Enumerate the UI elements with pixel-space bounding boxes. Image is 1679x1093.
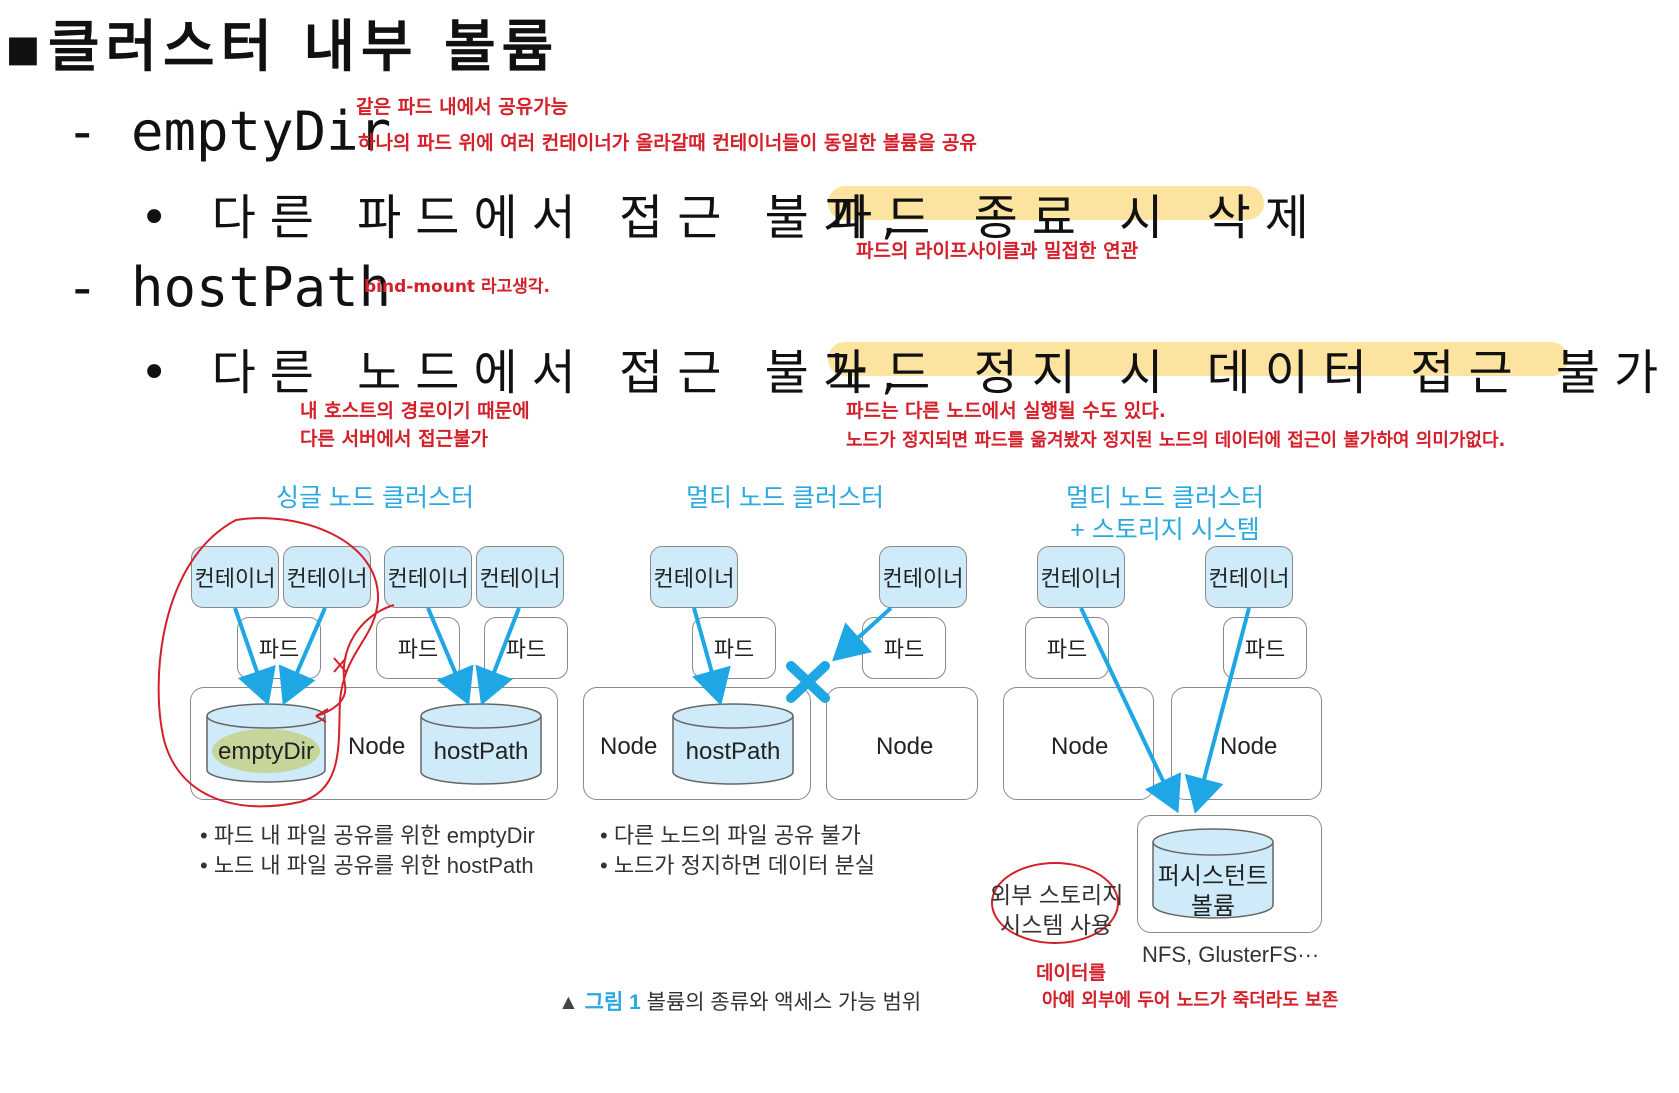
page-title: ▪클러스터 내부 볼륨 [4, 15, 560, 80]
figure-prefix: ▲ [558, 991, 579, 1014]
hostpath-label: hostPath [433, 738, 529, 765]
container-box: 컨테이너 [1205, 546, 1293, 608]
note-host-path-2: 다른 서버에서 접근불가 [300, 428, 489, 450]
pod-box: 파드 [862, 617, 946, 679]
note-emptydir-share: 같은 파드 내에서 공유가능 [356, 96, 569, 118]
node-label: Node [1220, 733, 1278, 760]
caption-multi-storage-1: 멀티 노드 클러스터 [1066, 484, 1264, 512]
node-label: Node [876, 733, 934, 760]
single-bullet-2: • 노드 내 파일 공유를 위한 hostPath [200, 853, 534, 878]
hostpath-bullet-highlight: 노드 정지 시 데이터 접근 불가 [828, 345, 1673, 401]
persistent-volume-label-1: 퍼시스턴트 [1157, 863, 1269, 890]
emptydir-heading: - emptyDir [66, 100, 392, 163]
external-storage-label-1: 외부 스토리지 [990, 882, 1124, 908]
nfs-label: NFS, GlusterFS··· [1142, 942, 1320, 967]
multi-bullet-1: • 다른 노드의 파일 공유 불가 [600, 823, 861, 848]
container-box: 컨테이너 [283, 546, 371, 608]
hostpath-bullet: • 다른 노드에서 접근 불가, [140, 345, 911, 401]
figure-number: 그림 1 [584, 991, 641, 1014]
note-bind-mount: bind-mount 라고생각. [364, 277, 550, 297]
highlight-node-stop [828, 342, 1568, 376]
hostpath-label: hostPath [685, 738, 781, 765]
note-pod-lifecycle: 파드의 라이프사이클과 밀접한 연관 [856, 240, 1139, 262]
pod-box: 파드 [237, 617, 321, 679]
container-box: 컨테이너 [1037, 546, 1125, 608]
single-bullet-1: • 파드 내 파일 공유를 위한 emptyDir [200, 823, 535, 848]
node-label: Node [1051, 733, 1109, 760]
container-box: 컨테이너 [191, 546, 279, 608]
note-node-run: 파드는 다른 노드에서 실행될 수도 있다. [846, 400, 1166, 422]
highlight-pod-delete [828, 186, 1264, 220]
note-external-1: 데이터를 [1036, 962, 1106, 984]
container-box: 컨테이너 [650, 546, 738, 608]
container-box: 컨테이너 [476, 546, 564, 608]
node-label: Node [600, 733, 658, 760]
pod-box: 파드 [376, 617, 460, 679]
container-box: 컨테이너 [879, 546, 967, 608]
note-node-stop: 노드가 정지되면 파드를 옮겨봤자 정지된 노드의 데이터에 접근이 불가하여 … [846, 430, 1506, 451]
pod-box: 파드 [484, 617, 568, 679]
caption-single-node: 싱글 노드 클러스터 [276, 484, 474, 512]
emptydir-bullet: • 다른 파드에서 접근 불가, [140, 190, 911, 246]
note-host-path-1: 내 호스트의 경로이기 때문에 [300, 400, 530, 422]
pod-box: 파드 [1223, 617, 1307, 679]
persistent-volume-label-2: 볼륨 [1190, 893, 1236, 920]
emptydir-label: emptyDir [217, 738, 314, 765]
hostpath-heading: - hostPath [66, 256, 392, 319]
external-storage-label-2: 시스템 사용 [1000, 912, 1113, 938]
note-external-2: 아예 외부에 두어 노드가 죽더라도 보존 [1042, 990, 1339, 1011]
pod-box: 파드 [1025, 617, 1109, 679]
node-multi-b [826, 687, 978, 800]
figure-caption: ▲ 그림 1 볼륨의 종류와 액세스 가능 범위 [558, 986, 921, 1016]
container-box: 컨테이너 [384, 546, 472, 608]
pod-box: 파드 [692, 617, 776, 679]
node-label: Node [348, 733, 406, 760]
caption-multi-node: 멀티 노드 클러스터 [686, 484, 884, 512]
multi-bullet-2: • 노드가 정지하면 데이터 분실 [600, 853, 876, 878]
figure-text: 볼륨의 종류와 액세스 가능 범위 [646, 991, 922, 1014]
emptydir-bullet-highlight: 파드 종료 시 삭제 [828, 190, 1323, 246]
note-emptydir-multi-container: 하나의 파드 위에 여러 컨테이너가 올라갈때 컨테이너들이 동일한 볼륨을 공… [358, 132, 977, 154]
caption-multi-storage-2: + 스토리지 시스템 [1070, 516, 1260, 544]
